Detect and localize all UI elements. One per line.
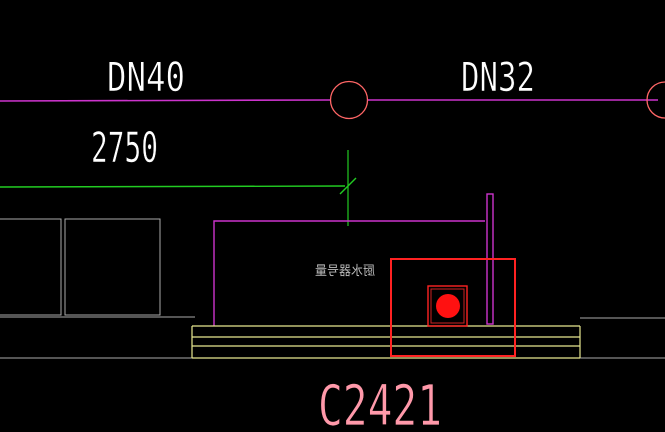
pipe-riser-circle-edge[interactable] — [646, 81, 665, 119]
pipe-size-label-dn32[interactable]: DN32 — [461, 55, 536, 102]
dimension-value[interactable]: 2750 — [91, 123, 159, 173]
water-pipe[interactable] — [0, 80, 665, 120]
marker-frame[interactable] — [427, 285, 468, 327]
marker-dot[interactable] — [436, 294, 460, 318]
window-tag[interactable]: C2421 — [318, 374, 443, 432]
fixture-note[interactable]: 厨水器号量 — [315, 264, 375, 279]
pipe-size-label-dn40[interactable]: DN40 — [107, 55, 186, 102]
pipe-riser-circle[interactable] — [329, 80, 369, 120]
dimension-line[interactable] — [0, 150, 357, 226]
wall-outline[interactable] — [0, 218, 665, 359]
window-lines[interactable] — [191, 325, 581, 359]
marker-frame-inner — [430, 288, 465, 324]
selection-box[interactable] — [390, 258, 516, 357]
